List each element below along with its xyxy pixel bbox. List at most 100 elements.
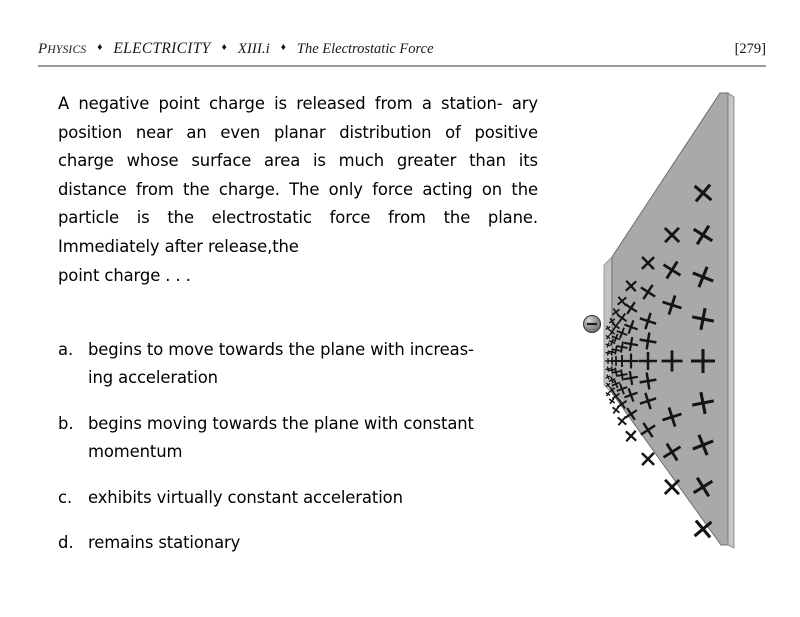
page-number: [279] — [734, 41, 766, 57]
plus-charge — [611, 321, 621, 331]
plane-edge-strip — [603, 256, 613, 394]
choice-letter-a: a. — [58, 340, 74, 359]
stem-line: positive charge whose surface area is mu… — [58, 122, 538, 171]
plus-charge — [608, 338, 616, 346]
stem-line: point charge . . . — [58, 265, 191, 285]
plus-charge — [661, 350, 683, 372]
plus-charge — [662, 295, 682, 315]
plus-charge — [616, 383, 628, 395]
plus-charge — [692, 266, 714, 288]
negative-point-charge — [582, 314, 602, 334]
positive-charge-grid — [605, 183, 715, 539]
choice-letter-d: d. — [58, 533, 74, 553]
header-section-code: XIII.i — [237, 41, 270, 57]
plus-charge — [662, 442, 682, 462]
header-separator-diamond-1: ♦ — [97, 42, 103, 53]
plus-charge — [640, 284, 656, 300]
plus-charge — [608, 397, 616, 405]
plus-charge — [608, 366, 616, 374]
plus-charge — [639, 392, 657, 410]
choice-text-c: exhibits virtually constant acceleration — [88, 487, 403, 507]
choice-line: ing acceleration — [88, 368, 218, 388]
header-separator-diamond-3: ♦ — [280, 42, 286, 53]
plus-charge — [663, 478, 681, 496]
answer-choice-a[interactable]: a. begins to move towards the plane with… — [58, 336, 550, 393]
choice-letter-c: c. — [58, 487, 73, 507]
plus-charge — [617, 296, 627, 306]
plus-charge — [641, 452, 655, 466]
plus-charge — [608, 386, 616, 394]
plus-charge — [639, 352, 657, 370]
answer-choice-list: a. begins to move towards the plane with… — [58, 336, 550, 574]
plus-charge — [611, 333, 621, 343]
plus-charge — [639, 332, 657, 350]
plus-charge — [605, 382, 611, 388]
plus-charge — [605, 325, 611, 331]
answer-choice-c[interactable]: c. exhibits virtually constant accelerat… — [58, 484, 550, 512]
plus-charge — [639, 312, 657, 330]
question-stem: A negative point charge is released from… — [58, 90, 538, 290]
plus-charge — [662, 260, 682, 280]
plus-charge — [693, 519, 713, 539]
header-book-title-initial: P — [38, 41, 48, 57]
answer-choice-d[interactable]: d. remains stationary — [58, 529, 550, 557]
choice-text-d: remains stationary — [88, 533, 241, 553]
plus-charge — [616, 312, 628, 324]
choice-letter-b: b. — [58, 413, 74, 433]
choice-text-a: begins to move towards the plane with in… — [88, 336, 550, 393]
plus-charge — [605, 334, 611, 340]
header-rule — [38, 65, 766, 67]
header-topic: The Electrostatic Force — [296, 41, 434, 57]
plus-charge — [605, 350, 611, 356]
plus-charge — [624, 320, 638, 334]
plus-charge — [617, 416, 627, 426]
plus-charge — [616, 398, 628, 410]
header-unit: ELECTRICITY — [113, 40, 211, 57]
plus-charge — [611, 391, 621, 401]
choice-text-b: begins moving towards the plane with con… — [88, 410, 550, 467]
plus-charge — [663, 226, 681, 244]
plus-charge — [624, 407, 638, 421]
plus-charge — [625, 430, 637, 442]
plus-charge — [623, 336, 639, 352]
plus-charge — [692, 224, 714, 246]
plus-charge — [605, 366, 611, 372]
header-book-title: PHYSICS — [38, 41, 86, 58]
plus-charge — [641, 256, 655, 270]
plus-charge — [623, 370, 639, 386]
plus-charge — [692, 434, 714, 456]
plus-charge — [605, 374, 611, 380]
header-book-title-smallcaps: HYSICS — [47, 44, 87, 56]
stem-line: ary position near an even planar distrib… — [58, 94, 538, 142]
plus-charge — [662, 407, 682, 427]
plane-right-face — [727, 92, 735, 549]
plus-charge — [691, 307, 715, 331]
plus-charge — [624, 388, 638, 402]
choice-line: begins to move towards the plane with in… — [88, 340, 474, 359]
stem-line: acting on the particle is the electrosta… — [58, 179, 538, 228]
answer-choice-b[interactable]: b. begins moving towards the plane with … — [58, 410, 550, 467]
plus-charge — [616, 341, 628, 353]
plus-charge — [608, 376, 616, 384]
stem-line: from the plane. Immediately after releas… — [58, 208, 538, 256]
choice-line: momentum — [88, 442, 183, 462]
header-separator-diamond-2: ♦ — [221, 42, 227, 53]
plus-charge — [691, 391, 715, 415]
plus-charge — [611, 379, 621, 389]
plus-charge — [624, 301, 638, 315]
plus-charge — [616, 369, 628, 381]
plus-charge — [693, 183, 713, 203]
plus-charge — [692, 476, 714, 498]
running-header: PHYSICS ♦ ELECTRICITY ♦ XIII.i ♦ The Ele… — [38, 40, 766, 62]
choice-line: begins moving towards the plane with con… — [88, 413, 474, 433]
plus-charge — [605, 358, 611, 364]
charged-plane-figure — [560, 80, 790, 570]
plus-charge — [608, 348, 616, 356]
plus-charge — [608, 328, 616, 336]
plus-charge — [625, 280, 637, 292]
plus-charge — [612, 406, 620, 414]
stem-line: than its distance from the charge. The o… — [58, 151, 538, 199]
plus-charge — [639, 372, 657, 390]
plus-charge — [612, 308, 620, 316]
